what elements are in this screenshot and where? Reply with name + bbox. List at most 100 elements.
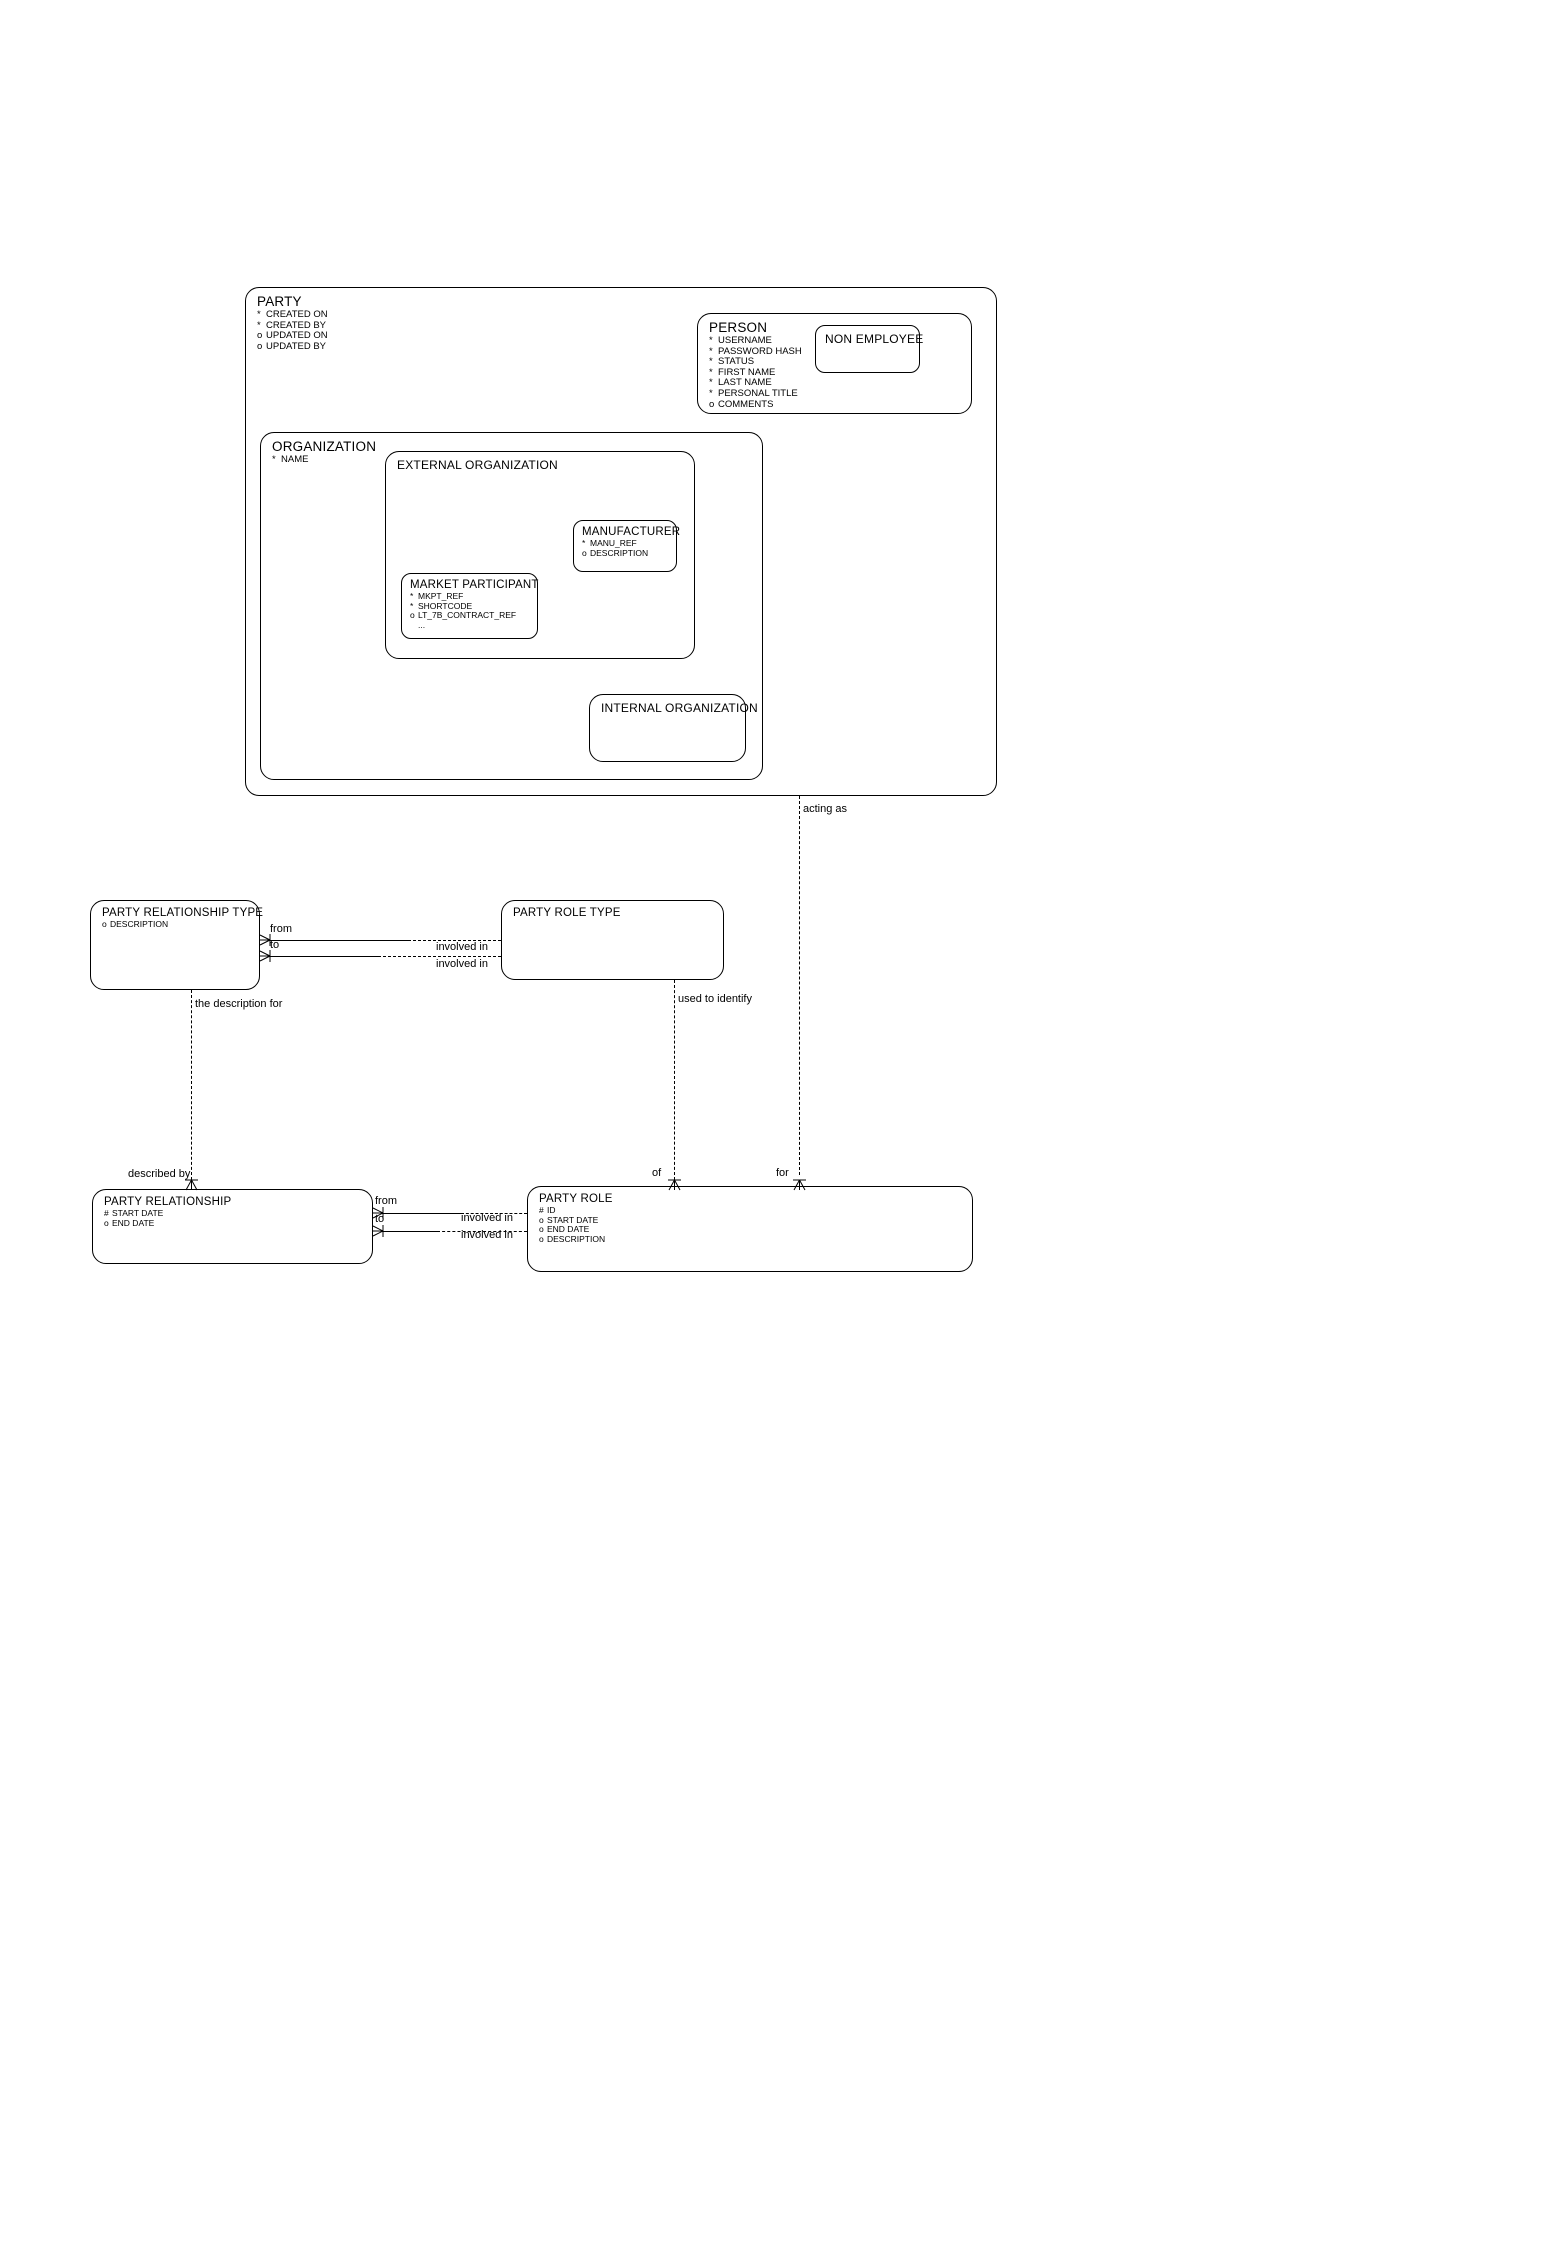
entity-party-role-type[interactable]: PARTY ROLE TYPE: [501, 900, 724, 980]
entity-person[interactable]: PERSON *USERNAME *PASSWORD HASH *STATUS …: [697, 313, 972, 414]
relationship-label-for: for: [776, 1167, 789, 1179]
crowsfoot-for: [793, 1179, 806, 1191]
attribute-name: CREATED BY: [266, 319, 327, 331]
entity-party-relationship-title: PARTY RELATIONSHIP: [104, 1196, 232, 1208]
attribute-name: END DATE: [112, 1217, 155, 1228]
entity-market-participant-title: MARKET PARTICIPANT: [410, 579, 539, 591]
attribute-mark: *: [709, 335, 713, 346]
relationship-line-pr-from-dashed[interactable]: [461, 1213, 527, 1214]
relationship-line-pr-to-dashed[interactable]: [437, 1231, 527, 1232]
attribute-mark: *: [257, 319, 261, 331]
attribute-mark: #: [104, 1208, 109, 1218]
relationship-line-prt-to-dashed[interactable]: [378, 956, 501, 957]
relationship-label-acting-as: acting as: [803, 803, 848, 815]
relationship-label-described-by: described by: [128, 1168, 191, 1180]
attribute-mark: *: [709, 377, 713, 389]
entity-organization[interactable]: ORGANIZATION * NAME: [260, 432, 763, 780]
relationship-line-prt-from-dashed[interactable]: [408, 940, 501, 941]
entity-organization-attributes: * NAME: [272, 454, 309, 466]
attribute-name: STATUS: [718, 356, 755, 368]
attribute-mark: o: [539, 1233, 544, 1244]
attribute-row: * CREATED BY: [257, 319, 328, 332]
attribute-row: * SHORTCODE: [410, 600, 516, 612]
attribute-name: START DATE: [112, 1208, 164, 1218]
attribute-name: SHORTCODE: [418, 600, 473, 611]
attribute-row: *LAST NAME: [709, 378, 802, 389]
entity-market-participant[interactable]: MARKET PARTICIPANT *MKPT_REF *SHORTCODE …: [401, 573, 538, 639]
attribute-mark: *: [582, 538, 586, 548]
attribute-mark: *: [410, 600, 414, 611]
relationship-line-used-to-identify[interactable]: [674, 980, 675, 1180]
attribute-mark: o: [102, 919, 107, 929]
crowsfoot-prt-to: [259, 950, 271, 962]
attribute-row: ...: [410, 619, 516, 631]
attribute-mark: o: [709, 398, 715, 410]
relationship-label-prt-to: to: [270, 939, 280, 951]
attribute-mark: o: [257, 340, 263, 352]
attribute-mark: *: [709, 345, 713, 357]
attribute-mark: *: [709, 356, 713, 368]
attribute-mark: o: [539, 1224, 544, 1235]
attribute-name: ...: [418, 619, 426, 630]
attribute-name: START DATE: [547, 1214, 599, 1225]
attribute-name: NAME: [281, 454, 309, 465]
entity-external-organization[interactable]: EXTERNAL ORGANIZATION: [385, 451, 695, 659]
attribute-name: UPDATED ON: [266, 330, 328, 342]
entity-non-employee[interactable]: NON EMPLOYEE: [815, 325, 923, 373]
entity-internal-organization[interactable]: INTERNAL ORGANIZATION: [589, 694, 758, 762]
relationship-line-acting-as[interactable]: [799, 796, 800, 1175]
entity-internal-organization-title: INTERNAL ORGANIZATION: [601, 701, 758, 715]
entity-manufacturer-title: MANUFACTURER: [582, 526, 681, 538]
relationship-label-pr-involved-in-2: involved in: [461, 1229, 513, 1241]
attribute-row: * NAME: [272, 454, 309, 466]
attribute-row: * STATUS: [709, 356, 802, 368]
attribute-row: *FIRST NAME: [709, 366, 802, 379]
attribute-mark: o: [539, 1214, 544, 1225]
attribute-name: DESCRIPTION: [110, 919, 169, 929]
relationship-line-the-description-for[interactable]: [191, 990, 192, 1180]
relationship-line-pr-from-solid[interactable]: [381, 1213, 461, 1214]
relationship-line-prt-to-solid[interactable]: [268, 956, 378, 957]
attribute-name: UPDATED BY: [266, 340, 327, 352]
attribute-name: MANU_REF: [590, 538, 637, 548]
attribute-mark: o: [104, 1217, 109, 1228]
attribute-name: PASSWORD HASH: [718, 345, 802, 357]
attribute-mark: *: [257, 309, 261, 320]
attribute-name: CREATED ON: [266, 309, 328, 320]
attribute-row: * PASSWORD HASH: [709, 345, 802, 358]
attribute-name: USERNAME: [718, 335, 772, 346]
relationship-line-prt-from-solid[interactable]: [268, 940, 408, 941]
relationship-line-pr-to-solid[interactable]: [381, 1231, 437, 1232]
attribute-name: DESCRIPTION: [547, 1233, 606, 1244]
entity-organization-title: ORGANIZATION: [272, 439, 377, 454]
entity-party-role-title: PARTY ROLE: [539, 1193, 613, 1205]
attribute-name: END DATE: [547, 1224, 590, 1235]
attribute-name: ID: [547, 1205, 556, 1215]
relationship-label-pr-involved-in-1: involved in: [461, 1212, 513, 1224]
relationship-label-pr-to: to: [375, 1213, 385, 1225]
attribute-mark: o: [257, 330, 263, 342]
attribute-mark: o: [582, 547, 587, 558]
attribute-mark: *: [272, 454, 276, 465]
attribute-name: FIRST NAME: [718, 366, 776, 378]
attribute-row: *PERSONAL TITLE: [709, 388, 802, 400]
